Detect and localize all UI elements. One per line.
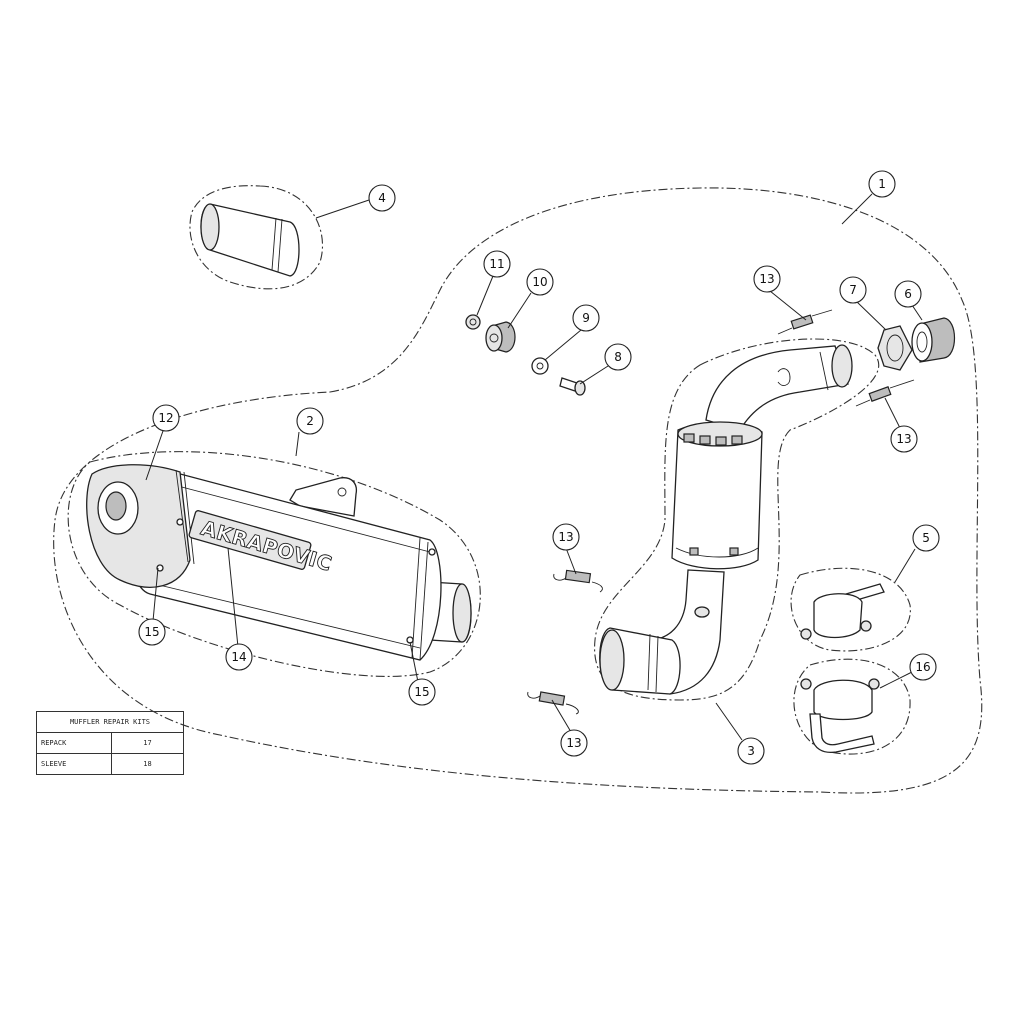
svg-text:6: 6 bbox=[904, 287, 912, 301]
svg-text:15: 15 bbox=[414, 685, 429, 699]
callout-11: 11 bbox=[483, 250, 511, 278]
svg-text:8: 8 bbox=[614, 350, 622, 364]
part-4-sleeve bbox=[200, 203, 300, 277]
svg-text:1: 1 bbox=[878, 177, 886, 191]
svg-text:9: 9 bbox=[582, 311, 590, 325]
callout-2: 2 bbox=[296, 407, 324, 435]
kit-number: 18 bbox=[111, 753, 184, 775]
callout-13-right: 13 bbox=[890, 425, 918, 453]
svg-text:13: 13 bbox=[558, 530, 573, 544]
part-6-gasket bbox=[911, 317, 955, 363]
kit-name: SLEEVE bbox=[36, 753, 112, 775]
callout-14: 14 bbox=[225, 643, 253, 671]
part-8-bolt bbox=[559, 377, 586, 396]
svg-text:2: 2 bbox=[306, 414, 314, 428]
svg-text:12: 12 bbox=[158, 411, 173, 425]
svg-text:10: 10 bbox=[532, 275, 547, 289]
callout-15-left: 15 bbox=[138, 618, 166, 646]
svg-text:3: 3 bbox=[747, 744, 755, 758]
part-7-flange bbox=[877, 325, 913, 371]
part-13-spring-middle bbox=[553, 569, 603, 593]
part-5-bracket bbox=[800, 583, 885, 640]
part-9-washer bbox=[531, 357, 549, 375]
callout-16: 16 bbox=[909, 653, 937, 681]
bracket-16-group-outline bbox=[793, 658, 911, 755]
callout-9: 9 bbox=[572, 304, 600, 332]
callout-12: 12 bbox=[152, 404, 180, 432]
callout-3: 3 bbox=[737, 737, 765, 765]
callout-10: 10 bbox=[526, 268, 554, 296]
part-11-nut bbox=[465, 314, 481, 330]
part-13-spring-upper bbox=[777, 309, 833, 335]
assembly-1-group-outline bbox=[53, 187, 983, 794]
leader-lines bbox=[145, 193, 923, 741]
part-13-spring-lower bbox=[527, 691, 579, 715]
svg-text:13: 13 bbox=[759, 272, 774, 286]
svg-text:13: 13 bbox=[896, 432, 911, 446]
callout-7: 7 bbox=[839, 276, 867, 304]
table-row: REPACK 17 bbox=[36, 732, 184, 754]
part-2-muffler: AKRAPOVIC bbox=[86, 464, 472, 661]
kit-number: 17 bbox=[111, 732, 184, 754]
svg-text:14: 14 bbox=[231, 650, 246, 664]
kit-name: REPACK bbox=[36, 732, 112, 754]
callout-13-middle: 13 bbox=[552, 523, 580, 551]
table-row: SLEEVE 18 bbox=[36, 753, 184, 775]
callout-1: 1 bbox=[868, 170, 896, 198]
bracket-5-group-outline bbox=[790, 567, 911, 652]
part-3-link-pipe bbox=[599, 344, 853, 695]
repair-kits-title: MUFFLER REPAIR KITS bbox=[36, 711, 184, 733]
callout-5: 5 bbox=[912, 524, 940, 552]
svg-text:5: 5 bbox=[922, 531, 930, 545]
muffler-group-outline bbox=[67, 451, 481, 677]
svg-text:15: 15 bbox=[144, 625, 159, 639]
callout-15-right: 15 bbox=[408, 678, 436, 706]
callout-4: 4 bbox=[368, 184, 396, 212]
muffler-repair-kits-table: MUFFLER REPAIR KITS REPACK 17 SLEEVE 18 bbox=[36, 711, 184, 775]
part-13-spring-right bbox=[855, 379, 915, 407]
svg-text:7: 7 bbox=[849, 283, 857, 297]
svg-text:13: 13 bbox=[566, 736, 581, 750]
svg-text:11: 11 bbox=[489, 257, 504, 271]
svg-text:4: 4 bbox=[378, 191, 386, 205]
svg-text:16: 16 bbox=[915, 660, 930, 674]
callout-8: 8 bbox=[604, 343, 632, 371]
link-pipe-group-outline bbox=[594, 338, 880, 701]
callout-13-lower: 13 bbox=[560, 729, 588, 757]
callout-13-upper: 13 bbox=[753, 265, 781, 293]
callout-6: 6 bbox=[894, 280, 922, 308]
part-10-rubber-grommet bbox=[485, 321, 516, 353]
part-16-bracket bbox=[800, 678, 880, 754]
sleeve-group-outline bbox=[189, 185, 324, 290]
